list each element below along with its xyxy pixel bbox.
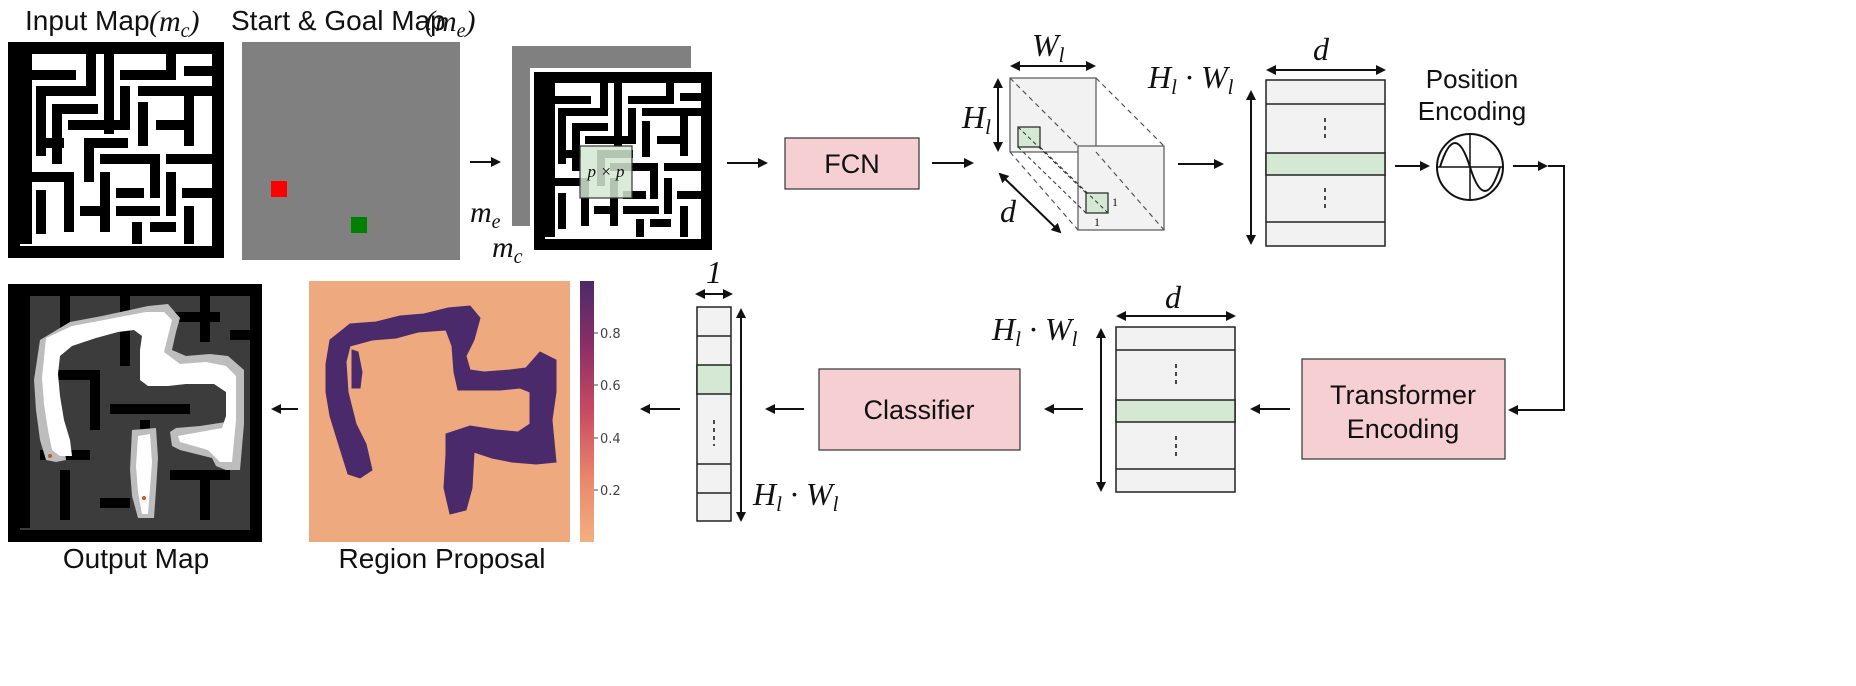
position-encoding-icon (1436, 133, 1504, 201)
top-token-matrix (1246, 65, 1386, 247)
output-map-label: Output Map (63, 543, 209, 574)
fcn-block: FCN (784, 137, 920, 190)
transformer-block: Transformer Encoding (1301, 358, 1506, 460)
input-map-label: Input Map (25, 5, 150, 36)
bottom-tokens-d-label: d (1165, 279, 1182, 315)
classifier-block: Classifier (818, 368, 1021, 451)
feature-height-label: Hl (961, 99, 991, 139)
pos-enc-line2: Encoding (1418, 96, 1526, 126)
column-width-label: 1 (706, 254, 722, 290)
bottom-token-matrix (1096, 311, 1236, 493)
pos-enc-line1: Position (1426, 64, 1519, 94)
start-goal-map (242, 42, 460, 260)
colorbar-tick: 0.6 (600, 379, 621, 394)
top-tokens-rows-label: Hl · Wl (1147, 59, 1234, 99)
start-marker (271, 181, 287, 197)
feature-width-label: Wl (1032, 27, 1065, 67)
colorbar-tick: 0.2 (600, 484, 621, 499)
region-proposal-label: Region Proposal (338, 543, 545, 574)
feature-depth-label: d (1000, 193, 1017, 229)
output-map (8, 284, 262, 542)
bottom-tokens-rows-label: Hl · Wl (991, 311, 1078, 351)
transformer-line1: Transformer (1330, 380, 1476, 410)
colorbar (580, 281, 594, 542)
goal-map-symbol: (me) (425, 5, 476, 42)
patch-label: p × p (587, 162, 625, 181)
stack-mc-label: mc (492, 231, 523, 268)
patch-window (579, 145, 633, 199)
classifier-label: Classifier (863, 395, 974, 425)
input-maze-map (8, 42, 224, 258)
input-map-symbol: (mc) (149, 5, 200, 42)
goal-marker (351, 217, 367, 233)
fcn-label: FCN (824, 149, 880, 179)
stack-me-label: me (470, 196, 501, 233)
column-rows-label: Hl · Wl (752, 476, 839, 516)
top-tokens-d-label: d (1313, 31, 1330, 67)
output-column (695, 289, 746, 522)
feature-one-b: 1 (1094, 215, 1100, 229)
goal-map-label: Start & Goal Map (231, 5, 446, 36)
transformer-line2: Encoding (1347, 414, 1460, 444)
arrow-down-to-transformer (1508, 165, 1565, 415)
colorbar-tick: 0.8 (600, 327, 621, 342)
feature-volume: 1 1 (993, 61, 1165, 234)
stacked-maps: p × p (512, 46, 712, 250)
feature-one-a: 1 (1112, 195, 1118, 209)
colorbar-tick: 0.4 (600, 432, 621, 447)
region-proposal-heatmap: 0.8 0.6 0.4 0.2 (309, 281, 621, 542)
